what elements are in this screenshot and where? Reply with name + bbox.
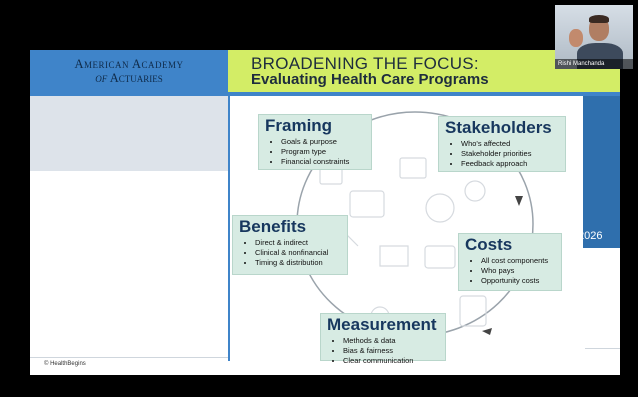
costs-title: Costs — [465, 235, 513, 254]
benefits-item: Clinical & nonfinancial — [255, 248, 347, 258]
footer-rule-right — [585, 348, 620, 349]
webcam-tile[interactable]: Rishi Manchanda — [555, 5, 633, 69]
framing-item: Financial constraints — [281, 157, 371, 167]
stakeholders-title: Stakeholders — [445, 118, 552, 137]
logo-actuaries: Actuaries — [109, 71, 163, 85]
framing-item: Goals & purpose — [281, 137, 371, 147]
costs-list: All cost components Who pays Opportunity… — [459, 256, 561, 286]
copyright-text: © HealthBegins — [44, 361, 86, 367]
framing-item: Program type — [281, 147, 371, 157]
academy-logo: American Academy of Actuaries — [30, 50, 228, 92]
measurement-list: Methods & data Bias & fairness Clear com… — [321, 336, 445, 366]
webcam-person-hair — [589, 15, 609, 23]
measurement-card: Measurement Methods & data Bias & fairne… — [320, 313, 446, 365]
side-panel — [30, 96, 228, 171]
benefits-title: Benefits — [239, 217, 307, 236]
measurement-item: Bias & fairness — [343, 346, 445, 356]
slide-title: BROADENING THE FOCUS: — [251, 54, 479, 73]
measurement-item: Clear communication — [343, 356, 445, 366]
presentation-slide: American Academy of Actuaries BROADENING… — [30, 50, 620, 375]
stakeholders-item: Feedback approach — [461, 159, 565, 169]
webcam-name-label: Rishi Manchanda — [555, 59, 633, 69]
footer-rule — [30, 357, 228, 358]
measurement-item: Methods & data — [343, 336, 445, 346]
benefits-card: Benefits Direct & indirect Clinical & no… — [232, 215, 348, 275]
costs-item: All cost components — [481, 256, 561, 266]
logo-line2: of Actuaries — [95, 71, 162, 85]
webcam-person-hand — [569, 29, 583, 47]
costs-item: Who pays — [481, 266, 561, 276]
stakeholders-item: Stakeholder priorities — [461, 149, 565, 159]
framing-card: Framing Goals & purpose Program type Fin… — [258, 114, 372, 170]
costs-card: Costs All cost components Who pays Oppor… — [458, 233, 562, 291]
evaluation-cycle-diagram: Framing Goals & purpose Program type Fin… — [230, 96, 583, 365]
costs-item: Opportunity costs — [481, 276, 561, 286]
measurement-title: Measurement — [327, 315, 437, 334]
right-accent-panel — [583, 96, 620, 248]
webcam-person-head — [589, 17, 609, 41]
benefits-list: Direct & indirect Clinical & nonfinancia… — [233, 238, 347, 268]
title-banner: BROADENING THE FOCUS: Evaluating Health … — [228, 50, 620, 92]
divider-line — [228, 96, 230, 361]
framing-title: Framing — [265, 116, 333, 135]
stakeholders-item: Who's affected — [461, 139, 565, 149]
benefits-item: Direct & indirect — [255, 238, 347, 248]
stakeholders-list: Who's affected Stakeholder priorities Fe… — [439, 139, 565, 169]
logo-line1: American Academy — [74, 57, 184, 71]
logo-of: of — [95, 71, 108, 85]
stakeholders-card: Stakeholders Who's affected Stakeholder … — [438, 116, 566, 172]
year-text: 2026 — [578, 230, 603, 242]
header-rule — [30, 92, 620, 96]
framing-list: Goals & purpose Program type Financial c… — [259, 137, 371, 167]
benefits-item: Timing & distribution — [255, 258, 347, 268]
slide-subtitle: Evaluating Health Care Programs — [251, 71, 489, 88]
